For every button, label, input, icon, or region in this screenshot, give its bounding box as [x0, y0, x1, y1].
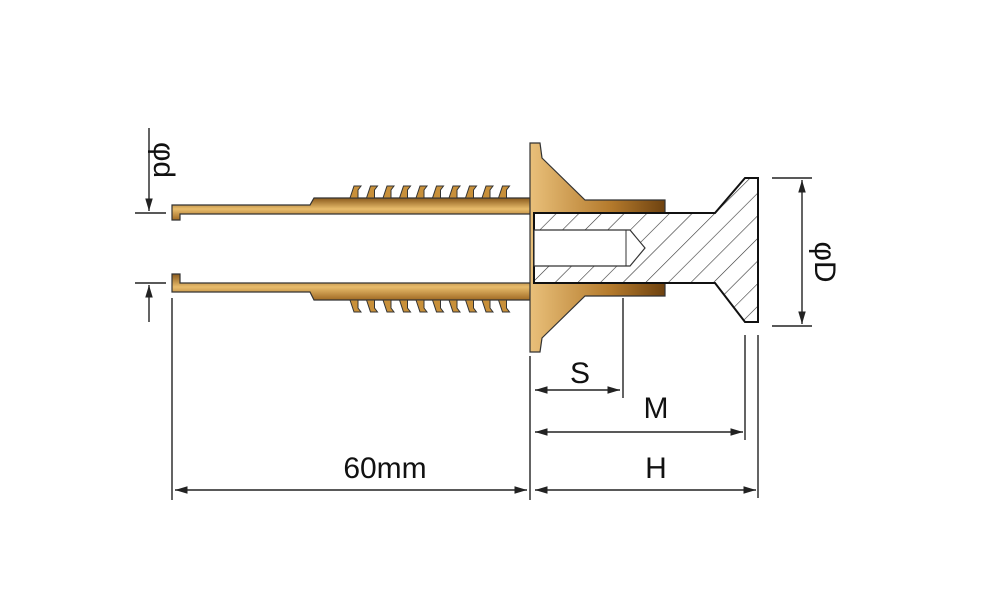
- sleeve-ribs-top: [349, 185, 511, 199]
- label-large-diameter: φD: [808, 241, 841, 282]
- rib: [448, 299, 461, 313]
- rib: [481, 299, 494, 313]
- rib: [415, 185, 428, 199]
- rib: [497, 299, 511, 313]
- dimension-s: S: [535, 357, 620, 394]
- rib: [464, 185, 478, 199]
- label-s: S: [570, 357, 590, 390]
- label-small-diameter: φd: [147, 142, 180, 178]
- sleeve-bottom-wall: [171, 273, 535, 301]
- dimension-h: H: [535, 452, 756, 494]
- rib: [398, 299, 412, 313]
- screw-section: [533, 177, 759, 323]
- rib: [497, 185, 511, 199]
- rib: [398, 185, 412, 199]
- label-h: H: [645, 452, 667, 485]
- sleeve-top-wall: [171, 197, 535, 221]
- label-length: 60mm: [343, 452, 426, 485]
- rib: [448, 185, 461, 199]
- dimension-length: 60mm: [175, 452, 527, 494]
- rib: [431, 299, 445, 313]
- dimension-small-diameter: φd: [135, 128, 180, 322]
- rib: [349, 185, 362, 199]
- rib: [382, 299, 395, 313]
- rib: [415, 299, 428, 313]
- rib: [464, 299, 478, 313]
- rib: [382, 185, 395, 199]
- anchor-sleeve: [171, 142, 666, 353]
- extension-lines: [171, 298, 759, 500]
- label-m: M: [644, 392, 669, 425]
- dimension-m: M: [535, 392, 743, 436]
- screw-body: [533, 177, 759, 323]
- sleeve-ribs-bottom: [349, 299, 511, 313]
- dimension-large-diameter: φD: [772, 177, 841, 327]
- screw-bore: [533, 229, 646, 267]
- rib: [481, 185, 494, 199]
- rib: [365, 185, 379, 199]
- rib: [431, 185, 445, 199]
- rib: [349, 299, 362, 313]
- rib: [365, 299, 379, 313]
